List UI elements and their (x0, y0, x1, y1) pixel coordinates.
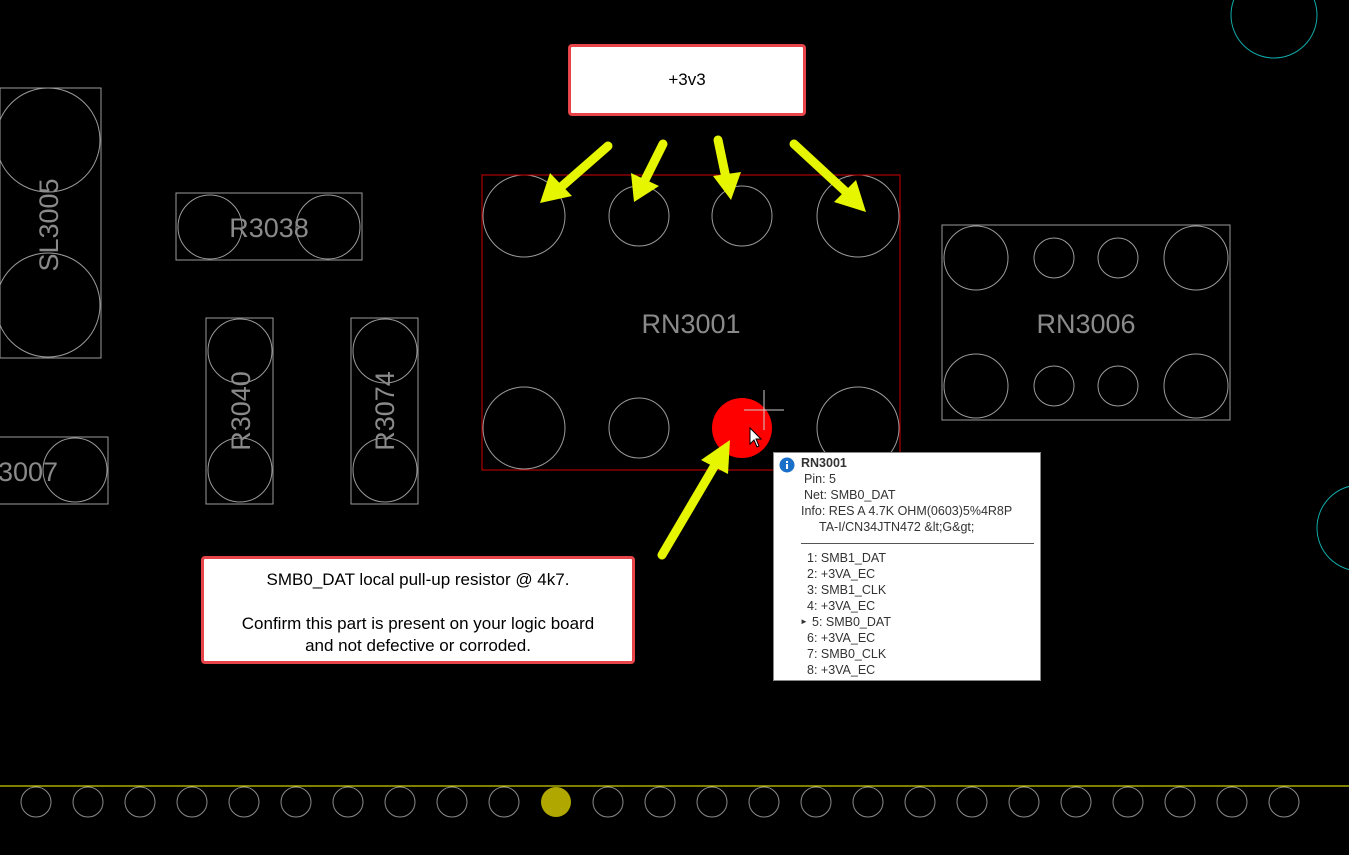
pad[interactable] (72, 786, 104, 818)
info-icon (779, 457, 795, 473)
arrow-icon (789, 139, 866, 212)
pin-list-item: 3: SMB1_CLK (807, 583, 887, 597)
callout-line: SMB0_DAT local pull-up resistor @ 4k7. (266, 570, 570, 589)
label-r3038: R3038 (229, 213, 309, 243)
pad[interactable] (207, 318, 273, 384)
pad[interactable] (1164, 786, 1196, 818)
pad[interactable] (1008, 786, 1040, 818)
pad[interactable] (904, 786, 936, 818)
pad[interactable] (943, 225, 1009, 291)
pad[interactable] (352, 318, 418, 384)
label-rn3001: RN3001 (641, 309, 740, 339)
label-sl3005: SL3005 (34, 178, 64, 271)
pad[interactable] (20, 786, 52, 818)
component-r3007-outline[interactable] (0, 436, 109, 505)
pad[interactable] (488, 786, 520, 818)
pad[interactable] (1112, 786, 1144, 818)
arrow-icon (540, 141, 613, 203)
pin-info-tooltip: RN3001 Pin: 5 Net: SMB0_DAT Info: RES A … (773, 452, 1041, 681)
pad[interactable] (1097, 237, 1139, 279)
pad[interactable] (608, 397, 670, 459)
pad[interactable] (332, 786, 364, 818)
pad[interactable] (42, 437, 108, 503)
component-rn3001-outline-selected[interactable] (481, 174, 901, 471)
component-rn3006-outline[interactable] (941, 224, 1231, 421)
pin-list-item: 8: +3VA_EC (807, 663, 876, 677)
pad[interactable] (124, 786, 156, 818)
pin-list-item: 6: +3VA_EC (807, 631, 876, 645)
callout-line: Confirm this part is present on your log… (241, 614, 595, 633)
arrow-icon (657, 440, 730, 560)
pad[interactable] (482, 386, 566, 470)
callout-line: and not defective or corroded. (305, 636, 531, 655)
selected-pin-marker-icon: ► (800, 617, 808, 626)
pad[interactable] (1163, 225, 1229, 291)
callout-bottom: SMB0_DAT local pull-up resistor @ 4k7. C… (201, 556, 635, 664)
pad[interactable] (711, 185, 773, 247)
mouse-pointer-icon (749, 426, 763, 448)
tooltip-pin: Pin: 5 (804, 472, 836, 486)
pad[interactable] (0, 87, 101, 193)
label-r3074: R3074 (370, 371, 400, 451)
tooltip-net: Net: SMB0_DAT (804, 488, 896, 502)
pin-list-item: 5: SMB0_DAT (812, 615, 891, 629)
component-r3038-outline[interactable] (175, 192, 363, 261)
pad[interactable] (956, 786, 988, 818)
pad[interactable] (1268, 786, 1300, 818)
pad[interactable] (592, 786, 624, 818)
pad[interactable] (436, 786, 468, 818)
pad[interactable] (1033, 237, 1075, 279)
via (1230, 0, 1318, 59)
pad[interactable] (943, 353, 1009, 419)
tooltip-info-cont: TA-I/CN34JTN472 &lt;G&gt; (819, 520, 975, 534)
divider (801, 543, 1034, 544)
pad[interactable] (1060, 786, 1092, 818)
arrow-icon (631, 139, 668, 202)
label-r3007: 3007 (0, 457, 58, 487)
pad[interactable] (1216, 786, 1248, 818)
pad[interactable] (295, 194, 361, 260)
pad[interactable] (852, 786, 884, 818)
pin-list-item: 4: +3VA_EC (807, 599, 876, 613)
crosshair-cursor-icon (744, 390, 784, 430)
pad[interactable] (228, 786, 260, 818)
tooltip-info: Info: RES A 4.7K OHM(0603)5%4R8P (801, 504, 1013, 518)
arrow-icon (713, 135, 741, 200)
pin-list-item: 2: +3VA_EC (807, 567, 876, 581)
pad[interactable] (800, 786, 832, 818)
pad[interactable] (177, 194, 243, 260)
pad[interactable] (1163, 353, 1229, 419)
pad[interactable] (644, 786, 676, 818)
label-rn3006: RN3006 (1036, 309, 1135, 339)
pad[interactable] (1097, 365, 1139, 407)
via (1316, 485, 1349, 571)
label-r3040: R3040 (226, 371, 256, 451)
pin-list-item: 7: SMB0_CLK (807, 647, 887, 661)
pad-highlighted[interactable] (541, 787, 571, 817)
pad[interactable] (280, 786, 312, 818)
tooltip-title: RN3001 (801, 456, 847, 470)
pad[interactable] (0, 252, 101, 358)
pad[interactable] (352, 437, 418, 503)
callout-top-text: +3v3 (668, 70, 706, 89)
component-r3040-outline[interactable] (205, 317, 274, 505)
pad[interactable] (748, 786, 780, 818)
component-r3074-outline[interactable] (350, 317, 419, 505)
pad[interactable] (176, 786, 208, 818)
pad[interactable] (207, 437, 273, 503)
pad[interactable] (384, 786, 416, 818)
callout-top: +3v3 (568, 44, 806, 116)
pad[interactable] (696, 786, 728, 818)
pad[interactable] (1033, 365, 1075, 407)
pin-list-item: 1: SMB1_DAT (807, 551, 886, 565)
